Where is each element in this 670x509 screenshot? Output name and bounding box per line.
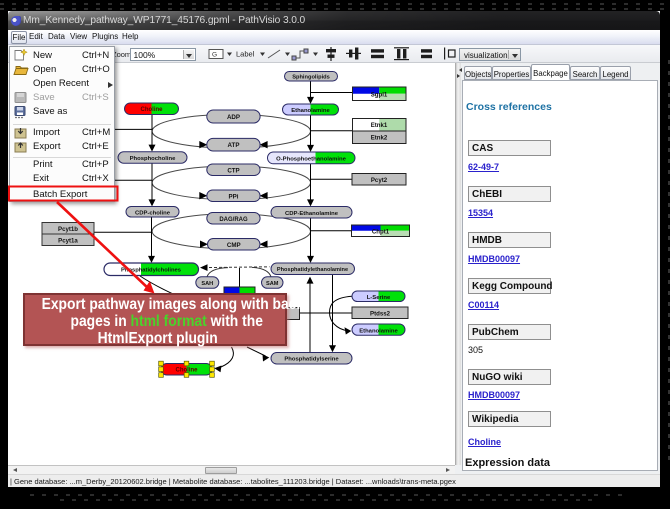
svg-text:Label: Label	[236, 50, 255, 59]
svg-text:G: G	[212, 52, 217, 59]
